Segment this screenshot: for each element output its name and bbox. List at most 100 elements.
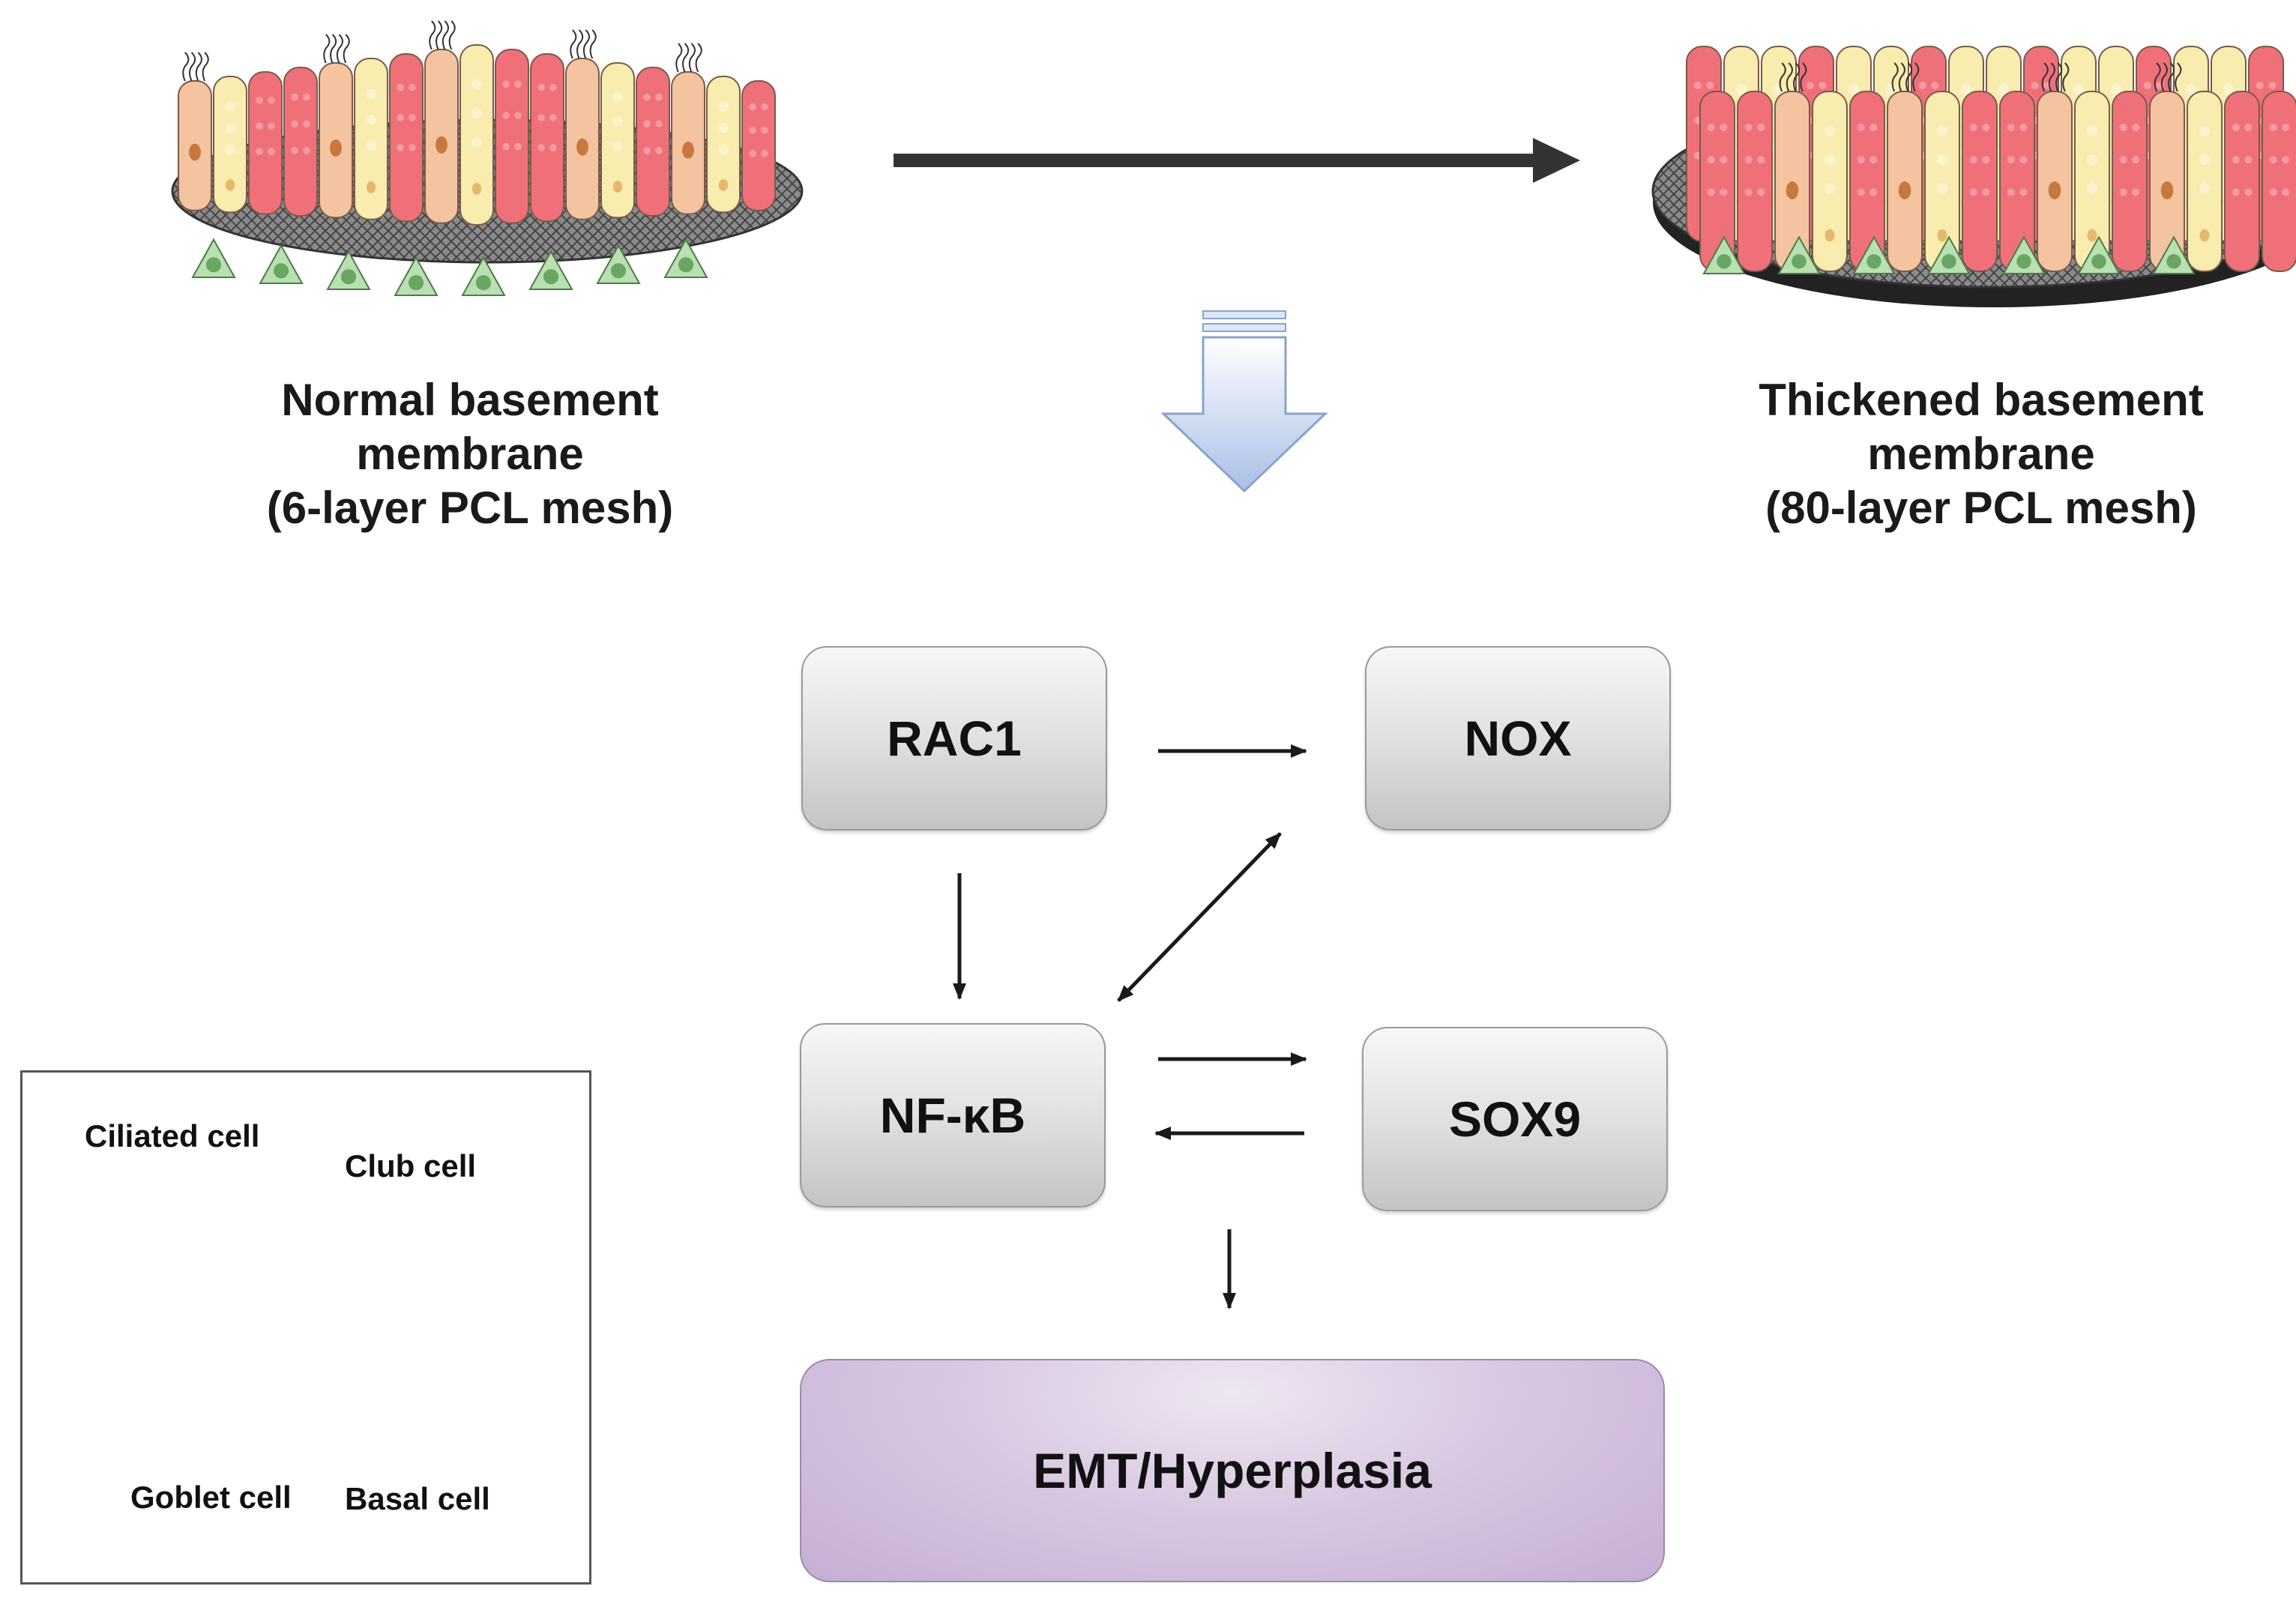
cell-shape	[2037, 91, 2073, 272]
cell-shape	[268, 122, 275, 130]
cell-shape	[459, 44, 494, 226]
cell-shape	[365, 114, 377, 125]
cell-shape	[1857, 156, 1865, 164]
cell-shape	[537, 83, 545, 91]
cell-shape	[213, 76, 247, 214]
cell-shape	[717, 122, 729, 133]
cell-shape	[2110, 83, 2122, 95]
cell-shape	[448, 20, 456, 50]
cell-shape	[330, 139, 342, 157]
cell-shape	[495, 49, 529, 224]
cell-shape	[1982, 188, 1990, 196]
node-sox9: SOX9	[1362, 1027, 1668, 1211]
cell-shape	[2091, 254, 2106, 269]
cell-shape	[330, 34, 337, 64]
cell-shape	[610, 263, 627, 279]
cell-shape	[2132, 156, 2140, 164]
cell-shape	[1998, 83, 2010, 95]
cell-shape	[343, 34, 350, 64]
cell-shape	[582, 29, 590, 59]
cell-shape	[576, 138, 588, 156]
cell-shape	[365, 139, 377, 151]
cell-shape	[2187, 91, 2223, 272]
cell-shape	[354, 58, 388, 220]
cell-shape	[1924, 91, 1960, 272]
cell-shape	[1887, 91, 1923, 272]
cell-shape	[589, 29, 597, 59]
cell-shape	[643, 120, 651, 128]
cell-shape	[195, 52, 202, 82]
cell-shape	[1941, 254, 1956, 269]
cell-shape	[409, 83, 416, 91]
cell-shape	[471, 183, 482, 195]
cell-shape	[1744, 123, 1753, 132]
cell-shape	[224, 122, 236, 133]
pathway-arrows	[953, 744, 1307, 1309]
cell-shape	[2199, 183, 2211, 194]
cell-shape	[643, 93, 651, 101]
cell-shape	[397, 113, 404, 121]
cell-shape	[1969, 123, 1977, 132]
cell-shape	[1693, 81, 1702, 90]
cell-shape	[718, 179, 729, 191]
cell-shape	[2256, 81, 2264, 90]
cell-shape	[2132, 188, 2140, 196]
cell-shape	[612, 116, 624, 127]
cell-shape	[1806, 81, 1814, 90]
cell-legend	[20, 1070, 591, 1585]
cell-shape	[2154, 62, 2161, 92]
cell-shape	[2160, 181, 2174, 199]
cell-shape	[2232, 156, 2240, 164]
cell-shape	[612, 91, 624, 103]
cell-shape	[224, 144, 236, 155]
cell-shape	[1962, 91, 1998, 272]
cell-shape	[549, 113, 557, 121]
cell-shape	[2160, 62, 2168, 92]
cell-shape	[1969, 156, 1977, 164]
cell-shape	[2041, 62, 2049, 92]
cell-shape	[2048, 62, 2055, 92]
cell-shape	[502, 112, 510, 119]
cell-shape	[1869, 156, 1878, 164]
cell-shape	[475, 275, 492, 291]
thick-label-line2: membrane	[1867, 429, 2095, 479]
normal-label-line3: (6-layer PCL mesh)	[266, 483, 674, 533]
cell-shape	[1699, 91, 1735, 272]
cell-shape	[2175, 62, 2182, 92]
node-nfkb: NF-κB	[800, 1023, 1106, 1207]
cell-shape	[1857, 188, 1865, 196]
normal-membrane-label: Normal basement membrane (6-layer PCL me…	[208, 373, 732, 535]
cell-shape	[189, 52, 196, 82]
thickened-membrane-label: Thickened basement membrane (80-layer PC…	[1719, 373, 2244, 535]
cell-shape	[268, 97, 275, 104]
cell-shape	[409, 144, 416, 151]
cell-shape	[749, 126, 756, 134]
cell-shape	[2269, 188, 2277, 196]
cell-shape	[695, 43, 702, 73]
cell-shape	[1898, 62, 1905, 92]
cell-shape	[409, 113, 416, 121]
cell-shape	[1905, 62, 1913, 92]
cell-shape	[2086, 183, 2098, 194]
cell-shape	[1720, 123, 1728, 132]
cell-shape	[1720, 156, 1728, 164]
cell-shape	[741, 80, 776, 211]
cell-shape	[2262, 91, 2296, 272]
cell-shape	[2269, 156, 2277, 164]
cell-shape	[612, 141, 624, 152]
cell-shape	[303, 93, 310, 101]
cell-shape	[2074, 91, 2110, 272]
cell-shape	[429, 20, 436, 50]
cell-shape	[682, 141, 694, 159]
node-nox-label: NOX	[1464, 711, 1572, 766]
cell-shape	[2199, 125, 2211, 137]
thickened-epithelium-illustration	[1651, 46, 2296, 307]
cell-shape	[2019, 123, 2028, 132]
cell-shape	[2244, 123, 2253, 132]
cell-shape	[1757, 188, 1765, 196]
cell-shape	[1779, 62, 1786, 92]
cell-shape	[1918, 81, 1926, 90]
cell-shape	[2232, 188, 2240, 196]
cell-shape	[682, 43, 690, 73]
